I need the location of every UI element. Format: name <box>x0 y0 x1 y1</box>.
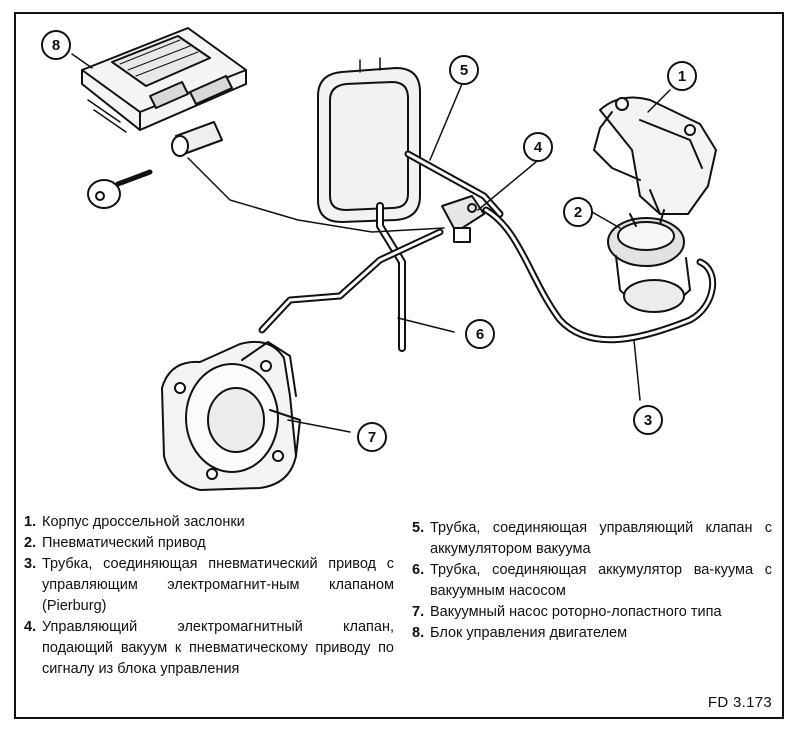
ignition-key <box>87 121 223 209</box>
callout-3: 3 <box>633 405 663 435</box>
legend-item-6: 6. Трубка, соединяющая аккумулятор ва-ку… <box>412 562 772 599</box>
legend-item-8: 8. Блок управления двигателем <box>412 625 628 641</box>
legend-item-7: 7. Вакуумный насос роторно-лопастного ти… <box>412 604 722 620</box>
vacuum-pump <box>161 340 301 491</box>
tube-5 <box>404 150 504 218</box>
callout-4: 4 <box>523 132 553 162</box>
ecu-wiring <box>187 157 445 233</box>
legend-left: 1. Корпус дроссельной заслонки 2. Пневма… <box>24 512 394 680</box>
vacuum-accumulator <box>317 57 421 223</box>
svg-text:5: 5 <box>460 62 468 79</box>
callout-7: 7 <box>357 422 387 452</box>
svg-text:8: 8 <box>52 37 60 54</box>
callout-2: 2 <box>563 197 593 227</box>
svg-text:7: 7 <box>368 429 376 446</box>
legend-item-1: 1. Корпус дроссельной заслонки <box>24 514 245 530</box>
legend-item-3: 3. Трубка, соединяющая пневматический пр… <box>24 556 394 614</box>
svg-text:2: 2 <box>574 204 582 221</box>
leader-lines <box>71 53 671 433</box>
svg-text:1: 1 <box>678 68 686 85</box>
electromagnetic-valve <box>441 195 485 243</box>
legend-item-4: 4. Управляющий электромагнитный клапан, … <box>24 619 394 677</box>
figure-code: FD 3.173 <box>707 694 772 711</box>
tube-6 <box>258 202 444 352</box>
legend-right: 5. Трубка, соединяющая управляющий клапа… <box>412 518 772 644</box>
pneumatic-actuator <box>607 209 691 313</box>
callout-8: 8 <box>41 30 71 60</box>
svg-text:6: 6 <box>476 326 484 343</box>
engine-control-unit <box>81 27 247 133</box>
callout-1: 1 <box>667 61 697 91</box>
legend-item-5: 5. Трубка, соединяющая управляющий клапа… <box>412 520 772 557</box>
svg-text:3: 3 <box>644 412 652 429</box>
tube-4-to-3 <box>482 206 717 344</box>
callout-6: 6 <box>465 319 495 349</box>
svg-text:4: 4 <box>534 139 543 156</box>
legend-item-2: 2. Пневматический привод <box>24 535 206 551</box>
callout-5: 5 <box>449 55 479 85</box>
throttle-body <box>593 96 717 215</box>
